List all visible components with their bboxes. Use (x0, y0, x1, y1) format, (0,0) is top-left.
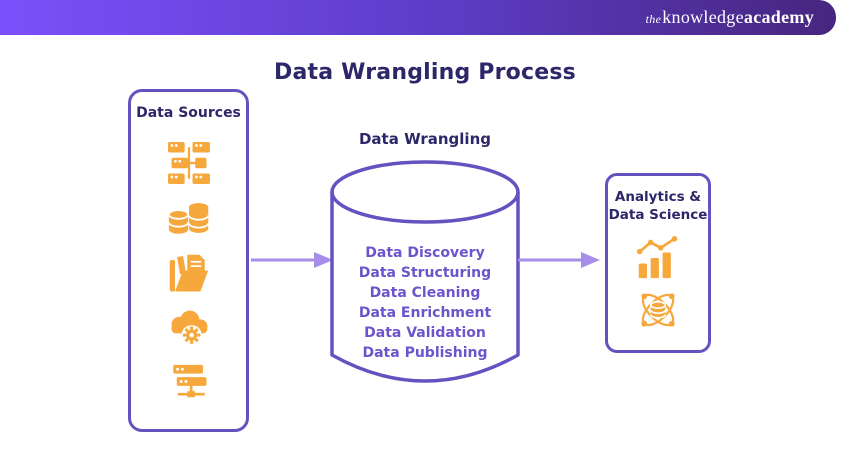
data-sources-box: Data Sources (128, 89, 249, 432)
arrow-wrangling-to-analytics (518, 252, 600, 268)
analytics-label-line2: Data Science (608, 207, 708, 223)
distributed-servers-icon (167, 141, 210, 184)
brand-logo: theknowledgeacademy (646, 7, 814, 28)
logo-academy: academy (743, 7, 814, 27)
wrangling-step: Data Validation (364, 325, 486, 341)
data-network-icon (641, 293, 675, 327)
analytics-label: Analytics & Data Science (609, 188, 708, 224)
database-stack-icon (167, 203, 209, 234)
logo-knowledge: knowledge (662, 7, 744, 27)
wrangling-step: Data Discovery (365, 245, 485, 261)
page-title: Data Wrangling Process (274, 60, 576, 85)
data-sources-icons (167, 122, 210, 429)
logo-the: the (645, 12, 662, 26)
arrow-sources-to-wrangling (251, 252, 333, 268)
server-network-icon (172, 364, 206, 397)
analytics-box: Analytics & Data Science (605, 173, 711, 353)
data-sources-label: Data Sources (136, 105, 241, 121)
analytics-label-line1: Analytics & (614, 189, 702, 205)
bar-chart-trend-icon (636, 236, 678, 279)
database-cylinder (330, 160, 520, 383)
wrangling-steps-list: Data Discovery Data Structuring Data Cle… (335, 243, 515, 363)
wrangling-step: Data Cleaning (369, 285, 481, 301)
data-wrangling-label: Data Wrangling (358, 130, 491, 148)
cloud-gear-icon (171, 310, 207, 346)
folder-documents-icon (169, 254, 208, 291)
brand-banner: theknowledgeacademy (0, 0, 836, 35)
wrangling-step: Data Enrichment (358, 305, 492, 321)
analytics-icons (636, 224, 680, 350)
wrangling-step: Data Publishing (362, 345, 488, 361)
wrangling-step: Data Structuring (358, 265, 492, 281)
